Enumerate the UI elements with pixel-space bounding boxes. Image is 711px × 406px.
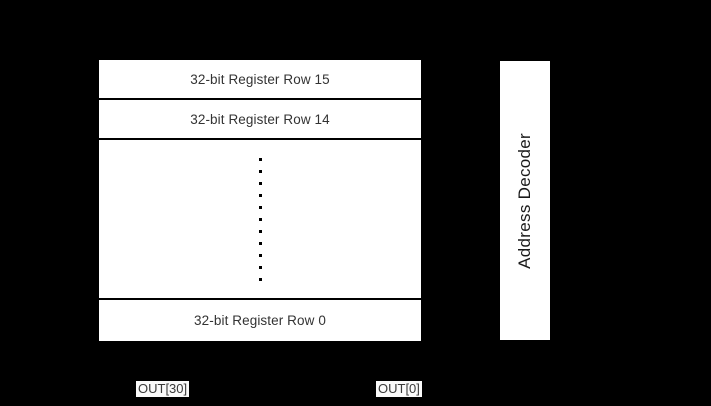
ellipsis-dot bbox=[258, 157, 262, 161]
register-row-0: 32-bit Register Row 0 bbox=[99, 300, 421, 341]
address-decoder-box: Address Decoder bbox=[500, 61, 550, 340]
register-row-15-label: 32-bit Register Row 15 bbox=[190, 71, 330, 87]
ellipsis-dot bbox=[258, 229, 262, 233]
ellipsis-dot bbox=[258, 265, 262, 269]
ellipsis-dot bbox=[258, 169, 262, 173]
ellipsis-dot bbox=[258, 181, 262, 185]
register-row-14-label: 32-bit Register Row 14 bbox=[190, 111, 330, 127]
ellipsis-dot bbox=[258, 253, 262, 257]
ellipsis-dot bbox=[258, 205, 262, 209]
ellipsis-dot bbox=[258, 277, 262, 281]
output-label-out0: OUT[0] bbox=[376, 381, 422, 397]
ellipsis-dot bbox=[258, 217, 262, 221]
ellipsis-dot bbox=[258, 241, 262, 245]
address-decoder-label: Address Decoder bbox=[515, 132, 534, 269]
register-row-15: 32-bit Register Row 15 bbox=[99, 60, 421, 100]
ellipsis-dot bbox=[258, 193, 262, 197]
register-row-14: 32-bit Register Row 14 bbox=[99, 100, 421, 140]
ellipsis-dots bbox=[99, 140, 421, 300]
register-row-0-label: 32-bit Register Row 0 bbox=[194, 313, 326, 328]
output-label-out30: OUT[30] bbox=[136, 381, 190, 397]
register-file-box: 32-bit Register Row 15 32-bit Register R… bbox=[99, 60, 421, 341]
